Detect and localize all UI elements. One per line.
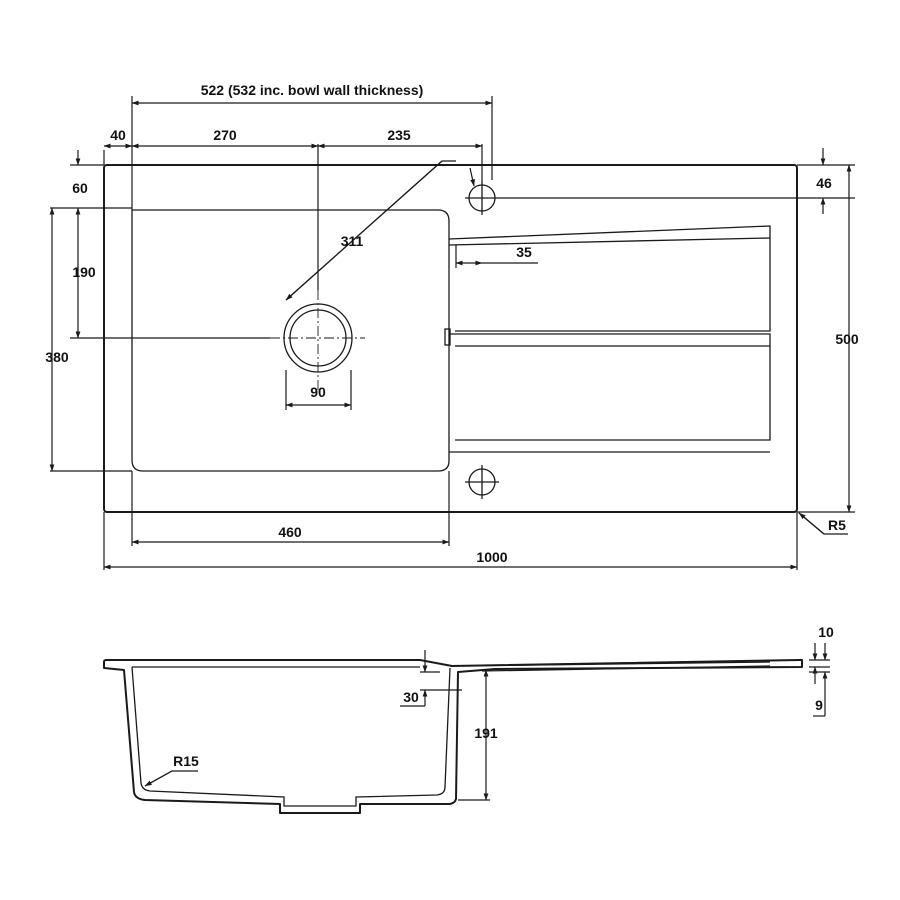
waste-to-tap-label: 235: [387, 127, 411, 143]
overall-depth-label: 500: [835, 331, 859, 347]
tap-hole-top: [465, 181, 499, 215]
plan-labels: 522 (532 inc. bowl wall thickness) 40 27…: [45, 82, 859, 565]
tap-hole-bottom: [465, 465, 499, 499]
rim-offset-label: 9: [815, 697, 823, 713]
deck-thickness-label: 10: [818, 624, 834, 640]
section-view: 10 9 30 191 R15: [103, 624, 834, 814]
section-inner-profile: [131, 666, 451, 807]
corner-radius-label: R5: [828, 517, 846, 533]
bowl-outline: [131, 209, 450, 472]
waste-outlet: [270, 290, 365, 390]
extension-lines: [50, 96, 855, 570]
tap-hole-top-label: 46: [816, 175, 832, 191]
inner-radius-label: R15: [173, 753, 199, 769]
plan-view: 522 (532 inc. bowl wall thickness) 40 27…: [45, 82, 859, 570]
tap-hole-offset-label: 311: [341, 233, 364, 249]
section-labels: 10 9 30 191 R15: [173, 624, 834, 769]
bowl-top-to-waste-label: 190: [72, 264, 96, 280]
section-outer-profile: [103, 659, 803, 814]
overall-width-label: 1000: [476, 549, 507, 565]
waste-diameter-label: 90: [310, 384, 326, 400]
drainer-grooves: [444, 225, 771, 453]
bowl-width-label: 460: [278, 524, 302, 540]
overflow-step-label: 30: [403, 689, 419, 705]
top-to-bowl-label: 60: [72, 180, 88, 196]
dimension-lines: [49, 100, 852, 570]
drainer-gap-label: 35: [516, 244, 532, 260]
bowl-to-waste-label: 270: [213, 127, 237, 143]
bowl-height-label: 191: [474, 725, 498, 741]
section-dimensions: [144, 643, 830, 801]
bowl-depth-label: 380: [45, 349, 69, 365]
overall-bowl-width-label: 522 (532 inc. bowl wall thickness): [201, 82, 424, 98]
edge-to-bowl-label: 40: [110, 127, 126, 143]
